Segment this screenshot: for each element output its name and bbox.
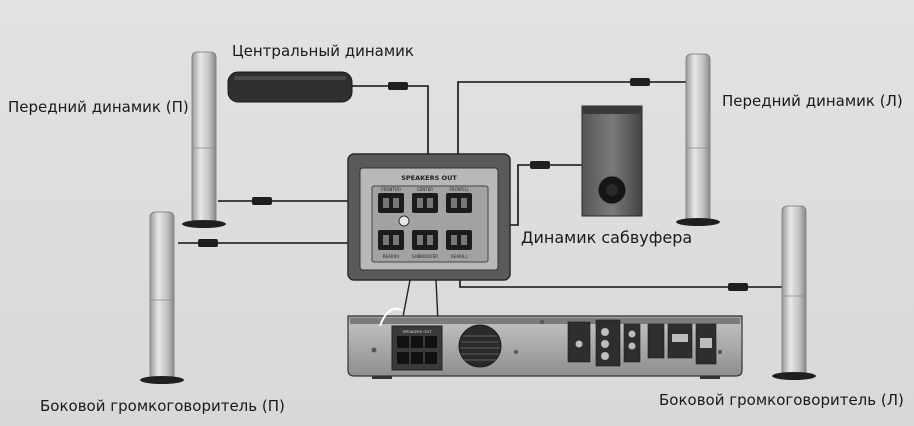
- wire-plugs: [198, 78, 748, 291]
- side-left-speaker: [772, 205, 816, 380]
- terminal-label-rear-l: REAR(L): [451, 254, 468, 259]
- panel-center-screw-icon: [398, 215, 410, 227]
- insert-arrow-icon: [379, 307, 403, 327]
- label-side-left-speaker: Боковой громкоговоритель (Л): [659, 391, 904, 409]
- terminal-label-center: CENTER: [417, 187, 433, 192]
- panel-pointer: [401, 279, 439, 323]
- label-center-speaker: Центральный динамик: [232, 42, 414, 60]
- front-left-speaker: [676, 53, 720, 226]
- plug-side-right: [198, 239, 218, 247]
- receiver-port-label: SPEAKERS OUT: [403, 329, 433, 334]
- terminal-label-front-r: FRONT(R): [381, 187, 401, 192]
- subwoofer: [581, 105, 643, 217]
- speakers-out-panel: SPEAKERS OUT FRONT(R) CENTER FRONT(L) RE…: [347, 153, 511, 281]
- terminal-label-front-l: FRONT(L): [449, 187, 468, 192]
- terminal-row-top: [378, 193, 472, 213]
- label-front-right-speaker: Передний динамик (П): [8, 98, 189, 116]
- av-receiver: SPEAKERS OUT: [347, 315, 743, 379]
- terminal-label-rear-r: REAR(R): [383, 254, 400, 259]
- label-side-right-speaker: Боковой громкоговоритель (П): [40, 397, 285, 415]
- panel-title: SPEAKERS OUT: [401, 174, 457, 182]
- receiver-fan-icon: [458, 324, 502, 368]
- front-right-speaker: [182, 51, 226, 228]
- terminal-row-bottom: [378, 230, 472, 250]
- plug-front-left: [630, 78, 650, 86]
- label-subwoofer: Динамик сабвуфера: [521, 228, 693, 247]
- label-front-left-speaker: Передний динамик (Л): [722, 92, 903, 110]
- side-right-speaker: [140, 211, 184, 384]
- plug-front-right: [252, 197, 272, 205]
- terminal-label-subwoofer: SUBWOOFER: [412, 254, 438, 259]
- plug-center: [388, 82, 408, 90]
- plug-subwoofer: [530, 161, 550, 169]
- plug-side-left: [728, 283, 748, 291]
- center-speaker: [227, 71, 353, 103]
